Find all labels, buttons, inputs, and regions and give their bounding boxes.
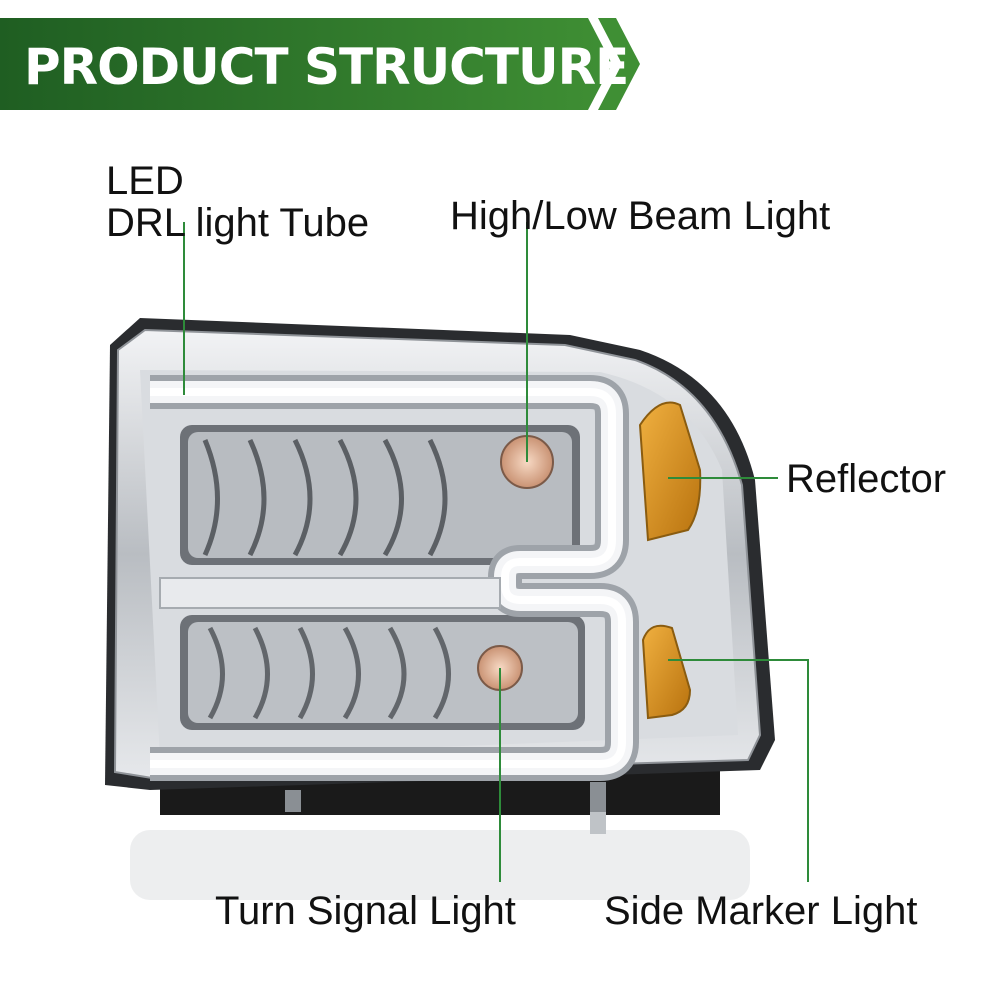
drl-light-tube [150, 375, 639, 781]
label-led-drl-tube: LED DRL light Tube [106, 160, 369, 244]
label-reflector: Reflector [786, 457, 947, 501]
label-led-drl-line2: DRL light Tube [106, 201, 370, 245]
banner-ribbon [0, 18, 640, 110]
header-banner: PRODUCT STRUCTURE [0, 18, 640, 110]
upper-lens [180, 425, 580, 565]
reflection-shadow [130, 830, 750, 900]
reflector-amber [638, 401, 702, 542]
label-side-marker: Side Marker Light [604, 889, 918, 933]
label-led-drl-line1: LED [106, 159, 184, 203]
side-marker-amber [641, 624, 692, 720]
label-turn-signal: Turn Signal Light [215, 889, 516, 933]
banner-title: PRODUCT STRUCTURE [24, 38, 629, 96]
lower-lens [180, 615, 585, 730]
leader-lines [183, 222, 809, 882]
label-high-low-beam: High/Low Beam Light [450, 194, 831, 238]
leader-side [668, 659, 809, 882]
